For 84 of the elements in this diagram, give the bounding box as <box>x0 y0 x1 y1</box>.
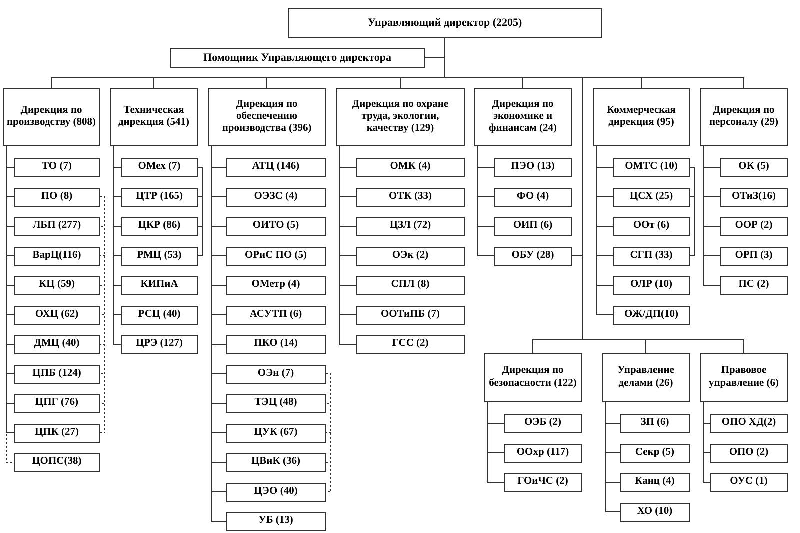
directorate-box: Дирекция по производству (808) <box>3 88 100 146</box>
department-box: ФО (4) <box>494 188 572 206</box>
directorate-box: Дирекция по охране труда, экологии, качеству (129) <box>336 88 465 146</box>
department-box: ОХЦ (62) <box>14 306 100 324</box>
department-box: ПКО (14) <box>226 335 326 354</box>
directorate-box: Дирекция по персоналу (29) <box>700 88 788 146</box>
department-box: УБ (13) <box>226 512 326 531</box>
department-box: ООР (2) <box>720 217 788 236</box>
directorate-box: Управление делами (26) <box>602 353 690 402</box>
director-box: Управляющий директор (2205) <box>288 8 602 38</box>
department-box: ОПО ХД(2) <box>710 414 788 433</box>
department-box: ЦПБ (124) <box>14 364 100 384</box>
department-box: ОК (5) <box>720 158 788 177</box>
department-box: ТО (7) <box>14 158 100 177</box>
department-box: АТЦ (146) <box>226 158 326 177</box>
department-box: ЦВиК (36) <box>226 453 326 472</box>
department-box: ОИТО (5) <box>226 217 326 236</box>
department-box: ЦКР (86) <box>121 217 198 236</box>
department-box: ОРП (3) <box>720 246 788 266</box>
directorate-box: Правовое управление (6) <box>700 353 788 402</box>
department-box: ЦРЭ (127) <box>121 335 198 354</box>
department-box: ЦЭО (40) <box>226 482 326 502</box>
connector-line <box>606 402 620 512</box>
department-box: ОЭк (2) <box>356 246 465 266</box>
department-box: ОРиС ПО (5) <box>226 246 326 266</box>
department-box: ОТиЗ(16) <box>720 188 788 206</box>
department-box: КИПиА <box>121 276 198 295</box>
connector-line <box>198 167 204 256</box>
department-box: ОУС (1) <box>710 473 788 492</box>
department-box: Секр (5) <box>620 444 690 462</box>
department-box: СГП (33) <box>613 246 690 266</box>
department-box: ОЭБ (2) <box>504 414 582 433</box>
department-box: ОМетр (4) <box>226 276 326 295</box>
department-box: ПО (8) <box>14 188 100 206</box>
department-box: ОЭн (7) <box>226 364 326 384</box>
department-box: ЦПК (27) <box>14 424 100 442</box>
department-box: ЦПГ (76) <box>14 394 100 413</box>
directorate-box: Дирекция по безопасности (122) <box>484 353 582 402</box>
department-box: ЛБП (277) <box>14 217 100 236</box>
director-box: Помощник Управляющего директора <box>170 48 425 68</box>
department-box: ОЛР (10) <box>613 276 690 295</box>
department-box: СПЛ (8) <box>356 276 465 295</box>
department-box: АСУТП (6) <box>226 306 326 324</box>
connector-line <box>704 402 710 483</box>
department-box: ОМех (7) <box>121 158 198 177</box>
department-box: ПЭО (13) <box>494 158 572 177</box>
connector-line <box>326 374 332 492</box>
department-box: ЦОПС(38) <box>14 453 100 472</box>
department-box: ПС (2) <box>720 276 788 295</box>
department-box: ЗП (6) <box>620 414 690 433</box>
department-box: ООхр (117) <box>504 444 582 462</box>
department-box: ГОиЧС (2) <box>504 473 582 492</box>
department-box: РСЦ (40) <box>121 306 198 324</box>
department-box: ГСС (2) <box>356 335 465 354</box>
department-box: ЦСХ (25) <box>613 188 690 206</box>
department-box: ОПО (2) <box>710 444 788 462</box>
department-box: ХО (10) <box>620 502 690 522</box>
department-box: ООт (6) <box>613 217 690 236</box>
department-box: ТЭЦ (48) <box>226 394 326 413</box>
department-box: ОИП (6) <box>494 217 572 236</box>
department-box: КЦ (59) <box>14 276 100 295</box>
department-box: ОТК (33) <box>356 188 465 206</box>
department-box: ЦТР (165) <box>121 188 198 206</box>
connector-line <box>690 167 696 256</box>
department-box: ООТиПБ (7) <box>356 306 465 324</box>
department-box: ЦУК (67) <box>226 424 326 442</box>
department-box: Канц (4) <box>620 473 690 492</box>
connector-line <box>488 402 504 483</box>
department-box: ЦЗЛ (72) <box>356 217 465 236</box>
department-box: РМЦ (53) <box>121 246 198 266</box>
department-box: ОЖ/ДП(10) <box>613 306 690 324</box>
department-box: ОМТС (10) <box>613 158 690 177</box>
department-box: ВарЦ(116) <box>14 246 100 266</box>
department-box: ОМК (4) <box>356 158 465 177</box>
connector-line <box>478 146 494 256</box>
directorate-box: Техническая дирекция (541) <box>110 88 198 146</box>
department-box: ОБУ (28) <box>494 246 572 266</box>
department-box: ОЭЗС (4) <box>226 188 326 206</box>
directorate-box: Дирекция по обеспечению производства (396) <box>208 88 326 146</box>
directorate-box: Дирекция по экономике и финансам (24) <box>474 88 572 146</box>
connector-line <box>596 146 614 316</box>
connector-line <box>704 146 720 286</box>
department-box: ДМЦ (40) <box>14 335 100 354</box>
directorate-box: Коммерческая дирекция (95) <box>593 88 690 146</box>
